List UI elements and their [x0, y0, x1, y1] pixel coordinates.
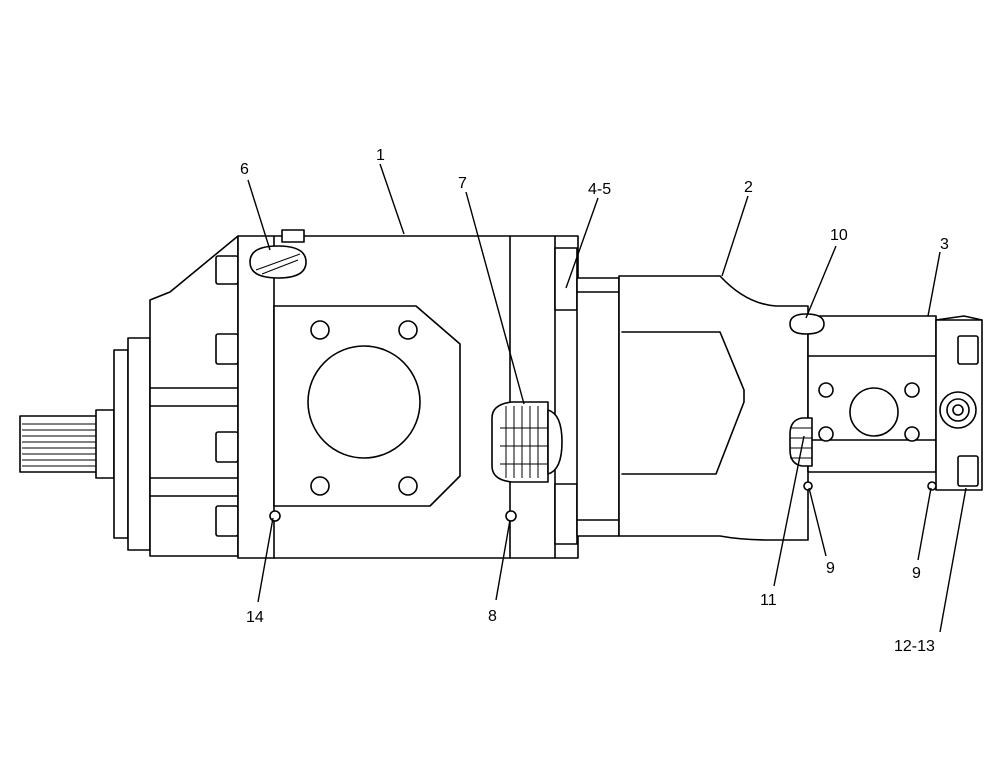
callout-10: 10 [830, 227, 848, 244]
callout-4-5: 4-5 [588, 181, 611, 198]
coupling-11 [789, 417, 813, 467]
callout-12-13: 12-13 [894, 638, 935, 655]
callout-11: 11 [760, 592, 777, 609]
seal-6 [249, 245, 307, 279]
mounting-flange [113, 337, 151, 551]
dowel-pin-9-left [803, 481, 813, 491]
seal-10 [789, 313, 825, 335]
dowel-pin-14 [269, 510, 281, 522]
dowel-pin-9-right [927, 481, 937, 491]
connecting-tube [618, 275, 809, 541]
callout-8: 8 [488, 608, 497, 625]
callout-14: 14 [246, 609, 264, 626]
rear-pump-section [807, 315, 983, 491]
callout-7: 7 [458, 175, 467, 192]
callout-6: 6 [240, 161, 249, 178]
adapter-section [554, 247, 620, 545]
front-housing [149, 235, 239, 557]
coupling-7 [491, 401, 563, 483]
main-pump-body [237, 229, 579, 559]
callout-3: 3 [940, 236, 949, 253]
callout-2: 2 [744, 179, 753, 196]
dowel-pin-8 [505, 510, 517, 522]
input-shaft [19, 409, 115, 479]
leader-lines [247, 163, 967, 633]
callout-9-left: 9 [826, 560, 835, 577]
callout-1: 1 [376, 147, 385, 164]
callout-9-right: 9 [912, 565, 921, 582]
